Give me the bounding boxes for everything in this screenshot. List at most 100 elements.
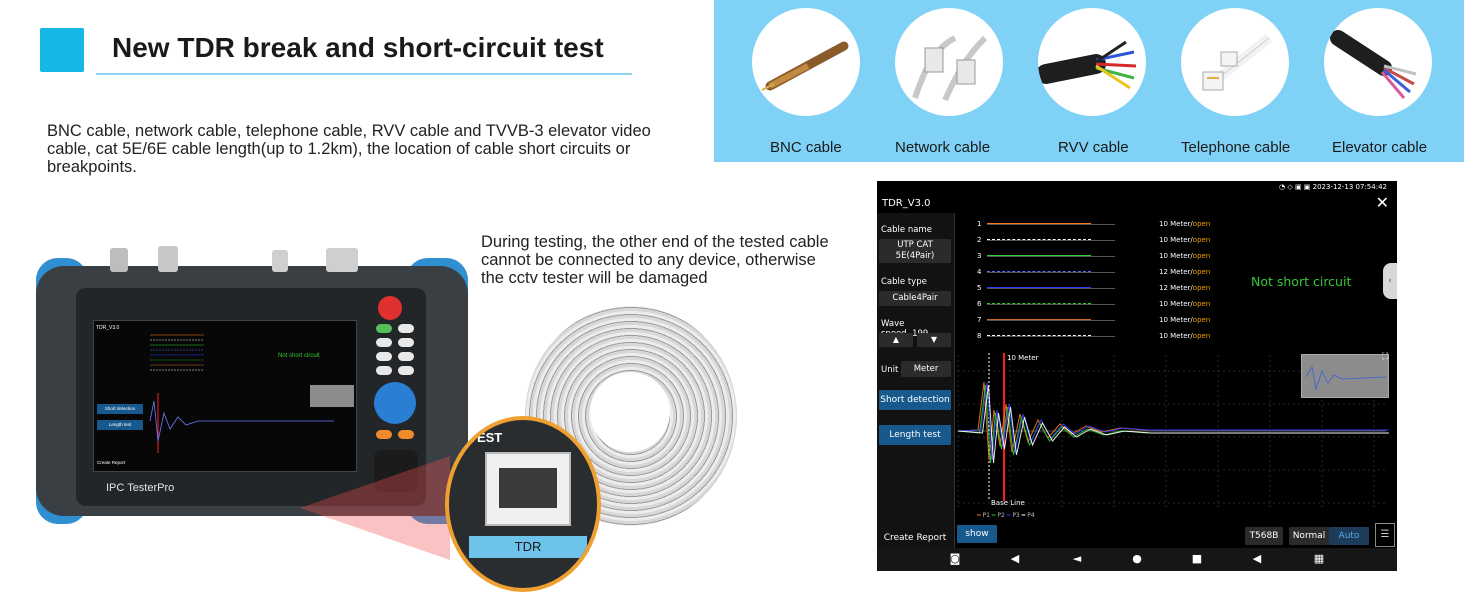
dpad-control[interactable] xyxy=(374,382,416,424)
pair-result: 10 Meter/open xyxy=(1159,300,1210,308)
pair-length-bar xyxy=(987,303,1091,304)
tdr-sidebar: Cable name UTP CAT 5E(4Pair) Cable type … xyxy=(877,213,955,548)
plot-legend: ━ P1 ━ P2 ━ P3 ━ P4 xyxy=(977,512,1035,519)
cable-type-label: Telephone cable xyxy=(1181,139,1291,156)
pair-number: 4 xyxy=(977,268,982,276)
report-icon[interactable]: ☰ xyxy=(1375,523,1395,547)
pair-number: 8 xyxy=(977,332,982,340)
device-key[interactable] xyxy=(376,324,392,333)
device-brand-label: IPC TesterPro xyxy=(106,482,175,494)
cable-type-rvv: RVV cable xyxy=(1038,8,1148,158)
grid-icon[interactable]: ▦ xyxy=(1313,552,1325,565)
pair-length-bar xyxy=(987,255,1091,256)
status-time: 2023-12-13 07:54:42 xyxy=(1312,183,1387,191)
device-key[interactable] xyxy=(376,430,392,439)
device-key[interactable] xyxy=(398,338,414,347)
device-key[interactable] xyxy=(376,352,392,361)
pair-result: 10 Meter/open xyxy=(1159,252,1210,260)
device-key[interactable] xyxy=(398,430,414,439)
device-screen-title: TDR_V3.0 xyxy=(96,325,120,331)
pair-line xyxy=(987,320,1115,321)
length-test-button[interactable]: Length test xyxy=(879,425,951,445)
back-icon[interactable]: ◄ xyxy=(1072,552,1082,565)
pair-length-bar xyxy=(987,239,1091,240)
bnc-connector-icon xyxy=(158,246,178,272)
cable-name-label: Cable name xyxy=(881,225,932,235)
pair-status: open xyxy=(1192,316,1211,324)
device-screen-status: Not short circuit xyxy=(278,353,320,359)
device-key[interactable] xyxy=(376,366,392,375)
tdr-port-label: TDR xyxy=(469,536,587,558)
tdr-app-screenshot: ◔ ◇ ▣ ▣ 2023-12-13 07:54:42 TDR_V3.0 ✕ C… xyxy=(877,181,1397,571)
volume-icon[interactable]: ◀ xyxy=(1010,552,1020,565)
device-key[interactable] xyxy=(376,338,392,347)
pair-line xyxy=(987,240,1115,241)
device-screen: TDR_V3.0 Not short circuit Short detecti… xyxy=(93,320,357,472)
legend-p4: P4 xyxy=(1027,512,1035,519)
wave-speed-up-button[interactable]: ▲ xyxy=(879,333,913,347)
device-key[interactable] xyxy=(398,352,414,361)
cable-name-select[interactable]: UTP CAT 5E(4Pair) xyxy=(879,239,951,263)
volume-up-icon[interactable]: ◀ xyxy=(1252,552,1262,565)
cable-type-select[interactable]: Cable4Pair xyxy=(879,291,951,306)
device-short-detection-button[interactable]: Short detection xyxy=(97,404,143,414)
rj45-port-icon xyxy=(485,452,571,526)
pair-result: 10 Meter/open xyxy=(1159,236,1210,244)
camera-icon[interactable]: ◙ xyxy=(949,552,961,565)
pair-status: open xyxy=(1192,284,1211,292)
pair-status: open xyxy=(1192,332,1211,340)
app-title: TDR_V3.0 xyxy=(882,198,931,209)
mode-normal-button[interactable]: Normal xyxy=(1289,527,1329,545)
pair-number: 5 xyxy=(977,284,982,292)
waveform-series xyxy=(957,384,1388,464)
pair-line xyxy=(987,224,1115,225)
unit-label: Unit xyxy=(881,365,899,375)
legend-p1: P1 xyxy=(982,512,990,519)
pair-status: open xyxy=(1192,268,1211,276)
cctv-tester-device: TDR_V3.0 Not short circuit Short detecti… xyxy=(36,246,468,524)
close-icon[interactable]: ✕ xyxy=(1375,193,1389,212)
page-title: New TDR break and short-circuit test xyxy=(112,32,604,63)
pair-number: 3 xyxy=(977,252,982,260)
pair-number: 1 xyxy=(977,220,982,228)
cable-type-bnc: BNC cable xyxy=(752,8,862,158)
pair-result: 10 Meter/open xyxy=(1159,332,1210,340)
device-create-report-button[interactable]: Create Report xyxy=(97,460,126,465)
base-line-label: Base Line xyxy=(991,499,1025,507)
cable-type-telephone: Telephone cable xyxy=(1181,8,1291,158)
pair-result: 12 Meter/open xyxy=(1159,284,1210,292)
pair-line xyxy=(987,336,1115,337)
show-button[interactable]: show xyxy=(957,525,997,543)
test-port-label: TEST xyxy=(469,430,503,445)
android-nav-bar: ◙ ◀ ◄ ● ■ ◀ ▦ xyxy=(877,548,1397,571)
home-icon[interactable]: ● xyxy=(1132,552,1142,565)
cable-type-network: Network cable xyxy=(895,8,1005,158)
short-detection-button[interactable]: Short detection xyxy=(879,390,951,410)
rvv-cable-icon xyxy=(1038,8,1146,116)
standard-select[interactable]: T568B xyxy=(1245,527,1283,545)
side-drawer-handle[interactable]: ‹ xyxy=(1383,263,1397,299)
pair-length: 10 Meter/ xyxy=(1159,316,1193,324)
create-report-button[interactable]: Create Report xyxy=(879,529,951,547)
mode-auto-button[interactable]: Auto xyxy=(1329,527,1369,545)
waveform-minimap[interactable] xyxy=(1301,354,1389,398)
power-button[interactable] xyxy=(378,296,402,320)
pair-length-bar xyxy=(987,335,1091,336)
status-icons: ◔ ◇ ▣ ▣ xyxy=(1279,183,1313,191)
unit-select[interactable]: Meter xyxy=(901,361,951,377)
device-key[interactable] xyxy=(398,324,414,333)
expand-icon[interactable]: ⛶ xyxy=(1382,352,1389,362)
status-bar: ◔ ◇ ▣ ▣ 2023-12-13 07:54:42 xyxy=(1279,183,1387,191)
pair-length-bar xyxy=(987,223,1091,224)
wave-speed-down-button[interactable]: ▼ xyxy=(917,333,951,347)
device-key[interactable] xyxy=(398,366,414,375)
cable-type-label: RVV cable xyxy=(1058,139,1129,156)
recents-icon[interactable]: ■ xyxy=(1191,552,1203,565)
pair-status: open xyxy=(1192,300,1211,308)
cable-coil-center xyxy=(590,372,670,452)
bnc-cable-icon xyxy=(752,8,860,116)
zoom-highlight-beam xyxy=(300,456,450,560)
connector-icon xyxy=(272,250,288,272)
pair-line xyxy=(987,304,1115,305)
device-length-test-button[interactable]: Length test xyxy=(97,420,143,430)
